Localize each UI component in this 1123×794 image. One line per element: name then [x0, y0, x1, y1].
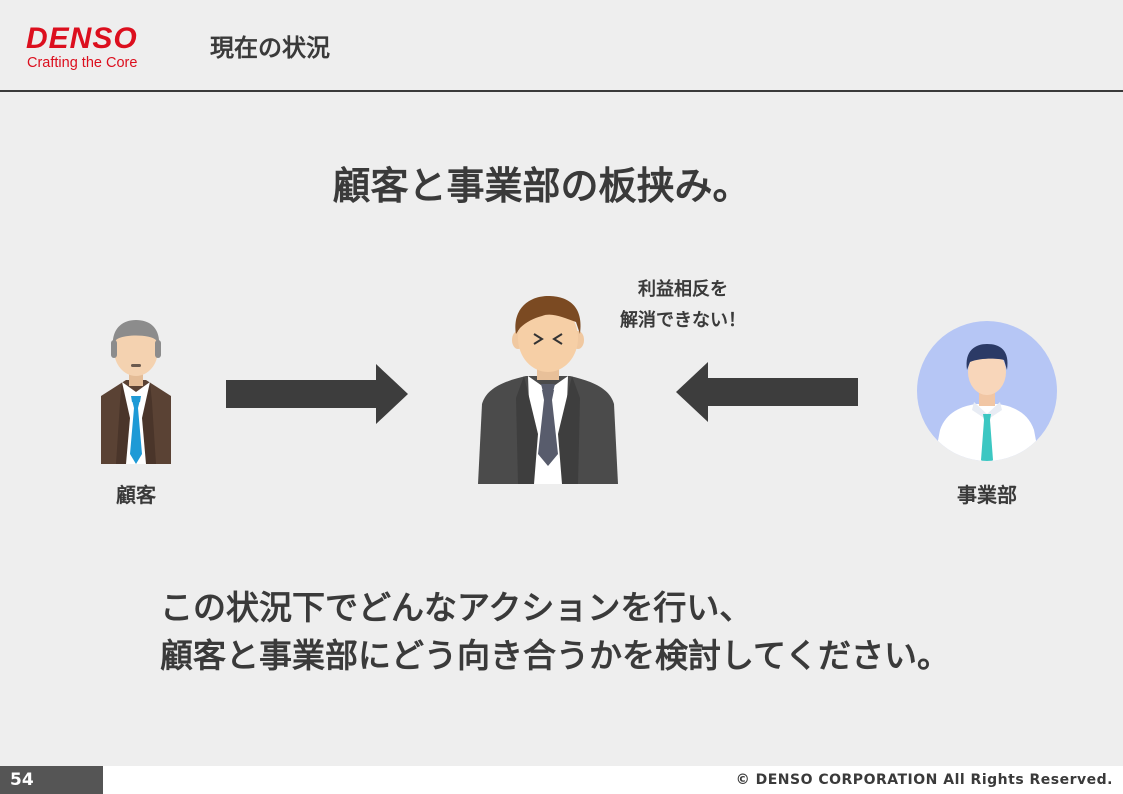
arrow-right-icon — [226, 364, 408, 424]
arrow-left-icon — [676, 362, 858, 422]
customer-label: 顧客 — [116, 483, 156, 507]
page-number: 54 — [0, 766, 103, 794]
question-line-1: この状況下でどんなアクションを行い、 — [160, 588, 753, 627]
speech-line-2: 解消できない！ — [620, 310, 746, 331]
customer-figure-icon — [101, 320, 171, 464]
denso-logo: DENSO Crafting the Core — [26, 22, 166, 76]
header-divider — [0, 90, 1123, 92]
footer: 54 © DENSO CORPORATION All Rights Reserv… — [0, 766, 1123, 794]
question-line-2: 顧客と事業部にどう向き合うかを検討してください。 — [160, 636, 951, 675]
page-title: 現在の状況 — [210, 34, 330, 62]
logo-wordmark: DENSO — [26, 22, 138, 55]
speech-text: 利益相反を 解消できない！ — [598, 274, 768, 336]
headline: 顧客と事業部の板挟み。 — [332, 164, 751, 208]
division-label: 事業部 — [957, 483, 1017, 507]
question-text: この状況下でどんなアクションを行い、 顧客と事業部にどう向き合うかを検討してくだ… — [160, 584, 1080, 680]
logo-tagline: Crafting the Core — [27, 55, 138, 71]
speech-line-1: 利益相反を — [638, 279, 728, 300]
copyright-text: © DENSO CORPORATION All Rights Reserved. — [735, 772, 1113, 788]
division-figure-icon — [917, 321, 1057, 461]
employee-figure-icon — [478, 296, 618, 484]
